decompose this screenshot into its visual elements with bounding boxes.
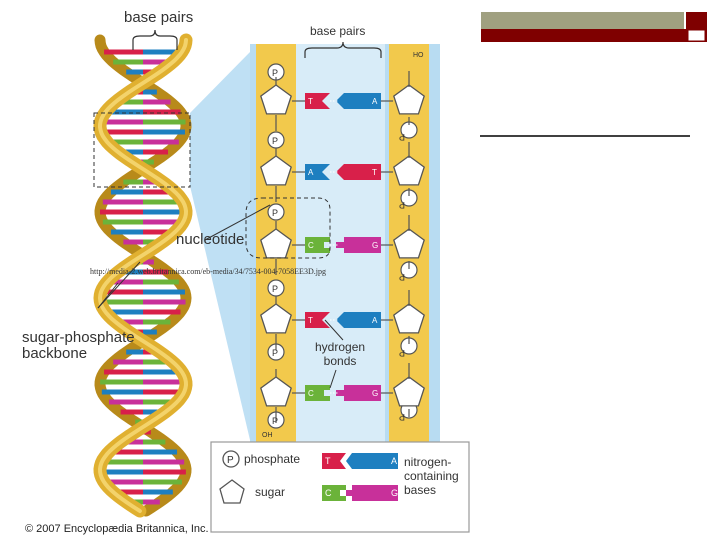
legend-letter-T: T — [325, 456, 331, 466]
sugar-right — [393, 303, 425, 334]
backbone-pointer-2 — [97, 282, 119, 309]
base-left-T — [305, 93, 330, 109]
hbond-pointer-1 — [324, 319, 344, 341]
bottom-terminus: OH — [262, 432, 273, 439]
copyright: © 2007 Encyclopædia Britannica, Inc. — [25, 523, 209, 535]
sugar-right — [393, 376, 425, 407]
legend-sugar-label: sugar — [255, 485, 286, 499]
phosphate-left-letter: P — [272, 284, 278, 294]
base-letter-C: C — [308, 241, 314, 250]
sugar-left — [260, 155, 292, 186]
phosphate-right-letter: P — [399, 200, 405, 210]
helix-back-strand — [94, 34, 192, 517]
sugar-right — [393, 228, 425, 259]
backbone-pointer-1 — [97, 261, 141, 309]
base-letter-G: G — [372, 389, 378, 398]
phosphate-right-letter: P — [399, 412, 405, 422]
backbone-label: sugar-phosphate backbone — [22, 329, 135, 362]
base-letter-A: A — [372, 316, 378, 325]
legend-base-T — [322, 453, 346, 469]
base-pairs-bracket-ladder — [304, 41, 382, 58]
zoom-selection-box — [93, 112, 191, 188]
sugar-left — [260, 84, 292, 115]
base-right-T — [336, 164, 381, 180]
phosphate-left-letter: P — [272, 68, 278, 78]
nucleotide-pointer — [204, 204, 271, 241]
sugar-left — [260, 228, 292, 259]
helix-front-highlight — [97, 38, 189, 513]
base-letter-T: T — [308, 97, 313, 106]
title-accent-square — [686, 12, 707, 29]
title-accent-box — [481, 12, 684, 29]
legend-letter-C: C — [325, 488, 332, 498]
sugar-left — [260, 376, 292, 407]
legend-bases-label: nitrogen- containing bases — [404, 455, 459, 497]
legend-phosphate-icon — [222, 450, 240, 468]
top-terminus: HO — [413, 52, 424, 59]
base-letter-T: T — [372, 168, 377, 177]
legend-letter-A: A — [391, 456, 397, 466]
legend-sugar-icon — [219, 479, 245, 504]
base-letter-C: C — [308, 389, 314, 398]
double-helix — [93, 33, 193, 518]
base-right-G — [336, 385, 381, 401]
phosphate-left-letter: P — [272, 348, 278, 358]
nucleotide-outline — [245, 197, 331, 259]
base-letter-G: G — [372, 241, 378, 250]
sugar-left — [260, 303, 292, 334]
sugar-right — [393, 155, 425, 186]
hbond-pointer-2 — [329, 369, 337, 389]
phosphate-left-letter: P — [272, 208, 278, 218]
phosphate-left — [267, 203, 285, 221]
base-right-G — [336, 237, 381, 253]
base-letter-T: T — [308, 316, 313, 325]
base-left-A — [305, 164, 330, 180]
sugar-right — [393, 84, 425, 115]
legend-base-A — [346, 453, 398, 469]
source-url: http://media-2.web.britannica.com/eb-med… — [90, 267, 326, 276]
ladder-rows: PPPPPPPPPPPPTAATCGTACG — [260, 63, 425, 490]
base-pairs-bracket-helix — [132, 29, 178, 50]
base-letter-A: A — [308, 168, 314, 177]
phosphate-left-letter: P — [272, 136, 278, 146]
phosphate-left-letter: P — [272, 416, 278, 426]
legend-phosphate-symbol: P — [227, 455, 234, 466]
base-letter-A: A — [372, 97, 378, 106]
zoom-wedge — [190, 52, 250, 440]
legend-phosphate-label: phosphate — [244, 452, 301, 466]
legend-base-G — [346, 485, 398, 501]
title-accent-square-inner — [687, 29, 706, 42]
base-right-A — [336, 93, 381, 109]
base-right-A — [336, 312, 381, 328]
title-accent-bar — [481, 29, 707, 42]
phosphate-right-letter: P — [399, 348, 405, 358]
base-left-C — [305, 385, 330, 401]
nucleotide-label: nucleotide — [176, 231, 245, 248]
base-left-T — [305, 312, 330, 328]
hydrogen-bonds-label: hydrogen bonds — [315, 340, 366, 368]
ladder-base-pairs-label: base pairs — [310, 24, 366, 38]
helix-base-pairs-label: base pairs — [124, 9, 194, 26]
phosphate-right-letter: P — [399, 132, 405, 142]
legend-letter-G: G — [391, 488, 398, 498]
phosphate-right-letter: P — [399, 272, 405, 282]
legend-base-C — [322, 485, 346, 501]
base-left-C — [305, 237, 330, 253]
